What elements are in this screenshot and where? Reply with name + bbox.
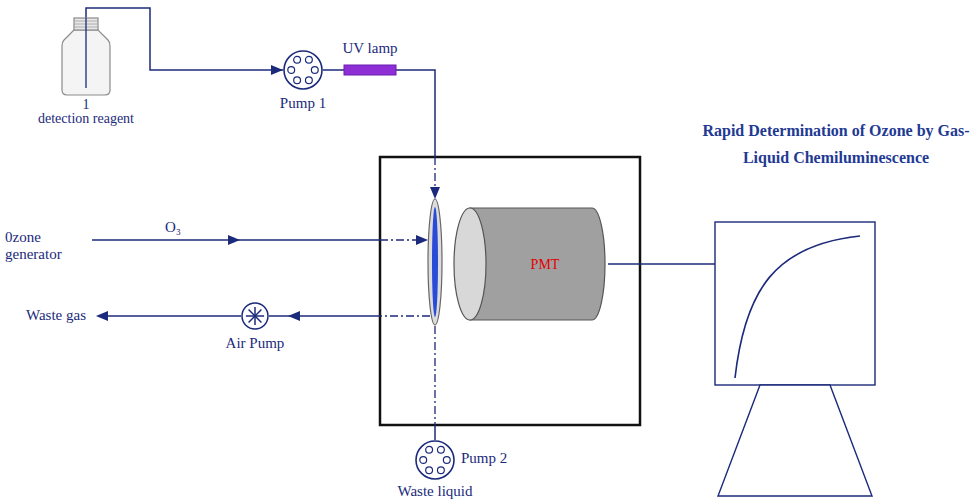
gas-line xyxy=(380,239,418,240)
flow-arrowhead xyxy=(228,235,240,245)
pump-label: Air Pump xyxy=(226,335,285,352)
lamp-tube xyxy=(344,65,396,75)
dip-tube xyxy=(85,18,86,88)
flow-arrowhead xyxy=(430,187,440,199)
callout-number: 1 xyxy=(38,98,134,112)
pump-label: Pump 2 xyxy=(461,450,507,467)
detector-label: PMT xyxy=(531,256,560,273)
tubing-connector xyxy=(323,69,344,71)
pump-roller xyxy=(294,77,301,84)
pump-roller xyxy=(437,446,444,453)
fan-blade xyxy=(249,310,262,323)
flow-arrowhead xyxy=(416,235,428,245)
diagram-title: Rapid Determination of Ozone by Gas-Liqu… xyxy=(702,117,970,171)
monitor-screen xyxy=(715,222,875,385)
pump-roller xyxy=(426,467,433,474)
peristaltic-pump: Pump 2 xyxy=(415,440,455,480)
outlet-label: Waste liquid xyxy=(397,483,472,500)
monitor-stand xyxy=(718,385,872,496)
liquid-line xyxy=(434,157,435,188)
bottle-label: detection reagent xyxy=(38,112,134,126)
gas-formula: O₃ xyxy=(165,219,181,236)
pump-roller xyxy=(288,67,295,74)
pump-roller xyxy=(305,56,312,63)
node-outline xyxy=(452,206,608,322)
pump-roller xyxy=(305,77,312,84)
label-group: PMT xyxy=(482,206,608,322)
liquid-line xyxy=(396,70,435,157)
source-label: 0zone generator xyxy=(5,229,87,263)
pump-roller xyxy=(420,457,427,464)
outlet-label: Waste gas xyxy=(26,307,86,324)
label-group: UV lamp xyxy=(342,40,397,57)
node-outline xyxy=(60,18,112,96)
label-group: Pump 1 xyxy=(280,95,326,112)
gas-line xyxy=(98,315,241,317)
pump-roller xyxy=(311,67,318,74)
label-group: 1detection reagent xyxy=(38,98,134,126)
photomultiplier: PMT xyxy=(452,206,608,322)
pump-housing xyxy=(242,303,268,329)
flow-arrowhead xyxy=(288,311,300,321)
liquid-line xyxy=(434,326,435,425)
signal-curve xyxy=(735,236,860,378)
pump-housing xyxy=(416,441,454,479)
flow-arrowhead xyxy=(96,311,108,321)
pump-roller xyxy=(426,446,433,453)
pump-housing xyxy=(284,51,322,89)
pmt-window xyxy=(454,208,486,320)
pump-label: Pump 1 xyxy=(280,95,326,112)
node-outline xyxy=(415,440,455,480)
pump-roller xyxy=(443,457,450,464)
node-outline xyxy=(241,302,269,330)
pump-roller xyxy=(437,467,444,474)
uv-lamp: UV lamp xyxy=(344,65,396,75)
node-outline xyxy=(344,65,396,75)
reaction-disc-face xyxy=(432,207,438,317)
peristaltic-pump: Pump 1 xyxy=(283,50,323,90)
pump-roller xyxy=(294,56,301,63)
label-group: Air Pump xyxy=(226,335,285,352)
gas-line xyxy=(380,315,430,316)
gas-line xyxy=(269,315,380,317)
node-outline xyxy=(283,50,323,90)
reagent-bottle: 1detection reagent xyxy=(60,18,112,96)
pmt-body xyxy=(470,208,605,320)
reaction-disc xyxy=(428,199,442,325)
tubing-connector xyxy=(86,8,283,70)
air-pump: Air Pump xyxy=(241,302,269,330)
label-group: Pump 2 xyxy=(461,450,507,467)
reaction-chamber xyxy=(380,157,640,425)
lamp-label: UV lamp xyxy=(342,40,397,57)
liquid-line xyxy=(434,425,436,440)
signal-cable xyxy=(608,263,715,265)
